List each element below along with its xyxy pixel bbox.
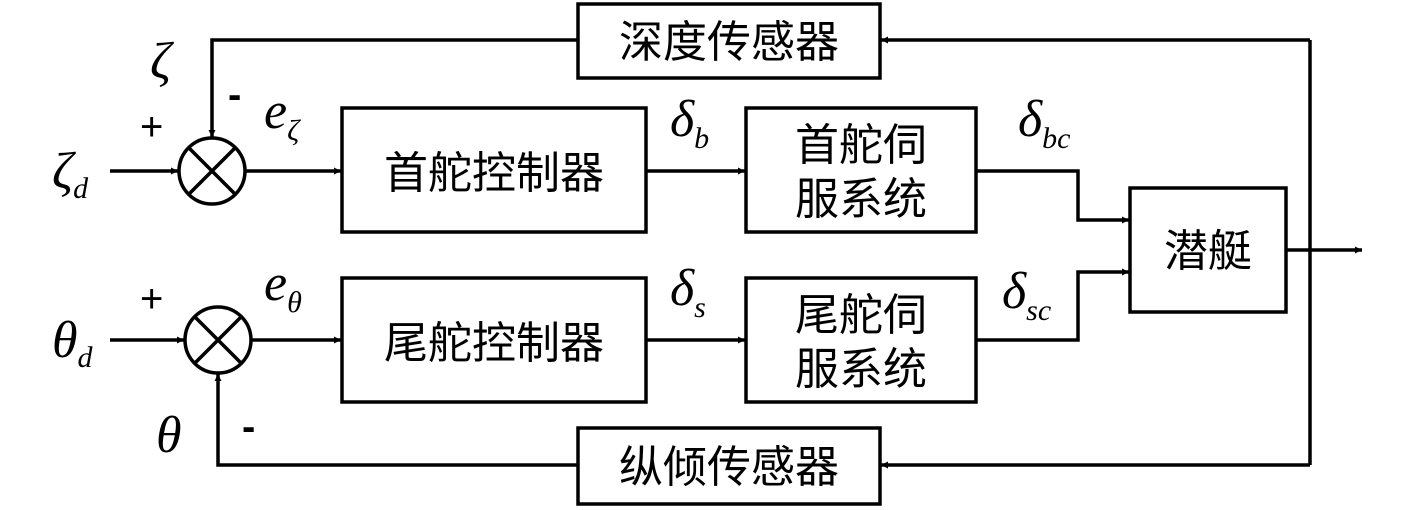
stern-controller-label: 尾舵控制器 [384,318,604,369]
stern-servo-block: 尾舵伺 服系统 [744,276,978,404]
pitch-sensor-block: 纵倾传感器 [576,426,882,506]
e-zeta-label: eζ [264,83,301,147]
bow-servo-label-line1: 首舵伺 [795,120,927,171]
delta-bc-arrow [976,169,1129,224]
bottom-plus-sign: + [140,277,163,321]
zeta-label: ζ [150,33,174,90]
submarine-label: 潜艇 [1164,226,1252,277]
theta-label: θ [156,407,182,464]
top-minus-sign: - [228,73,241,117]
bow-controller-block: 首舵控制器 [340,106,648,234]
pitch-feedback-arrow [214,374,578,467]
depth-feedback-arrow [208,38,578,137]
bow-servo-block: 首舵伺 服系统 [744,106,978,234]
bow-servo-label-line2: 服系统 [795,174,927,225]
theta-d-label: θd [52,312,94,374]
top-plus-sign: + [140,105,163,149]
depth-sensor-label: 深度传感器 [619,17,839,68]
bottom-minus-sign: - [242,405,255,449]
delta-sc-arrow [976,268,1129,342]
e-theta-label: eθ [264,255,302,319]
stern-controller-block: 尾舵控制器 [340,276,648,404]
delta-b-label: δb [670,91,709,155]
zeta-d-label: ζd [52,143,89,205]
top-summing-junction [177,136,247,206]
depth-sensor-block: 深度传感器 [576,2,882,80]
delta-s-label: δs [670,260,706,324]
bottom-summing-junction [183,305,253,375]
submarine-block: 潜艇 [1128,186,1288,314]
stern-servo-label-line1: 尾舵伺 [795,290,927,341]
pitch-sensor-label: 纵倾传感器 [619,442,839,493]
delta-bc-label: δbc [1018,91,1071,155]
bow-controller-label: 首舵控制器 [384,148,604,199]
delta-sc-label: δsc [1002,263,1051,327]
stern-servo-label-line2: 服系统 [795,344,927,395]
